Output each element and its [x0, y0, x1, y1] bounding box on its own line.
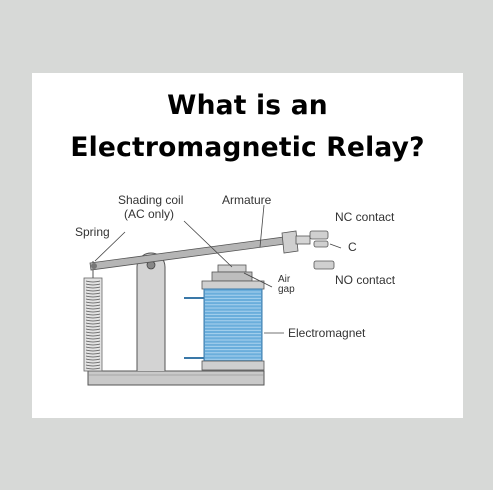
pivot-post [136, 252, 166, 372]
base-plate [87, 370, 265, 386]
label-armature: Armature [222, 193, 272, 207]
label-no-contact: NO contact [335, 273, 396, 287]
label-nc-contact: NC contact [335, 210, 395, 224]
label-spring: Spring [75, 225, 110, 239]
card: What is an Electromagnetic Relay? [32, 73, 463, 418]
title-line-2: Electromagnetic Relay? [70, 132, 425, 163]
no-contact-bar [313, 260, 335, 270]
relay-diagram: Shading coil (AC only) Armature NC conta… [75, 193, 396, 386]
label-shading-coil-1: Shading coil [118, 193, 183, 207]
nc-contact-bar [309, 230, 329, 240]
label-air-gap-1: Air [278, 274, 291, 285]
pole-piece [211, 264, 253, 282]
armature-bar [89, 230, 311, 271]
contacts [309, 230, 335, 270]
spring [83, 261, 103, 372]
title-line-1: What is an [167, 90, 328, 121]
leader-lines [94, 204, 342, 334]
label-air-gap-2: gap [278, 284, 295, 295]
common-contact-bar [313, 240, 329, 248]
label-shading-coil-2: (AC only) [124, 207, 174, 221]
electromagnet-coil [184, 280, 265, 371]
label-c: C [348, 240, 357, 254]
label-electromagnet: Electromagnet [288, 326, 366, 340]
